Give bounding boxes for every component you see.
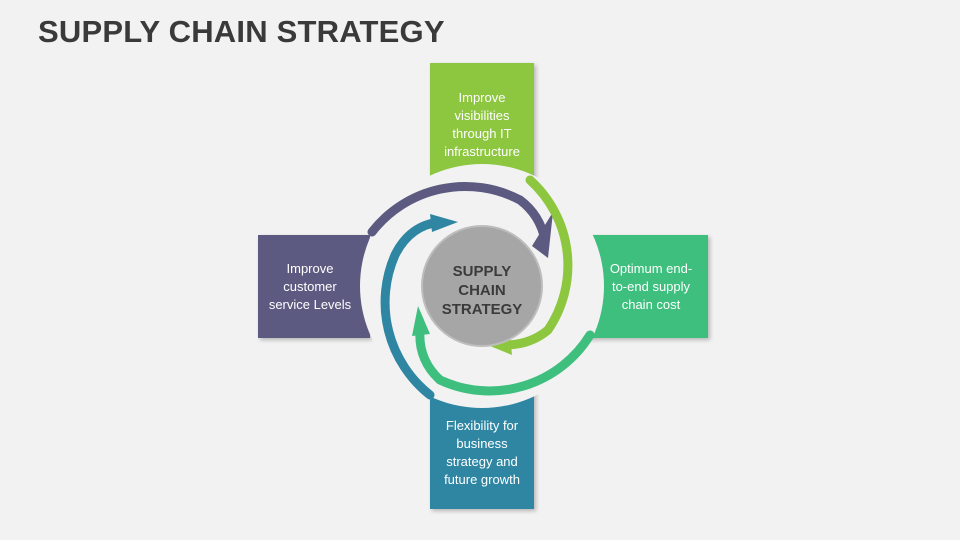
top-box-line: visibilities [454, 108, 510, 123]
top-box-line: Improve [458, 90, 506, 105]
green-arrow [412, 306, 595, 396]
center-label-line: SUPPLY [452, 262, 512, 280]
center-label-line: CHAIN [458, 281, 506, 299]
top-box-line: infrastructure [444, 144, 520, 159]
bottom-box-line: future growth [444, 472, 520, 487]
left-box-line: service Levels [268, 296, 352, 312]
bottom-box-line: Flexibility for [445, 418, 519, 433]
top-box-line: through IT [452, 126, 512, 141]
right-box-line: chain cost [621, 296, 681, 312]
bottom-box-line: business [456, 436, 508, 451]
left-box-line: customer [283, 278, 337, 294]
blue-arrow [380, 214, 458, 400]
right-box-line: Optimum end- [609, 260, 693, 276]
curved-arrow-icon [412, 306, 430, 336]
right-box-line: to-end supply [611, 278, 691, 294]
left-box-line: Improve [286, 260, 334, 276]
bottom-box-line: strategy and [446, 454, 518, 469]
top-box: Improve visibilities through IT infrastr… [430, 63, 534, 181]
left-box: Improve customer service Levels [258, 235, 370, 338]
curved-arrow-icon [532, 212, 553, 258]
center-label-line: STRATEGY [441, 300, 523, 318]
center-label: SUPPLY CHAIN STRATEGY [420, 248, 544, 332]
purple-arrow [367, 182, 553, 258]
center-circle [421, 225, 543, 347]
page-title: SUPPLY CHAIN STRATEGY [38, 14, 445, 49]
bottom-box: Flexibility for business strategy and fu… [430, 387, 534, 509]
curved-arrow-icon [430, 214, 458, 232]
